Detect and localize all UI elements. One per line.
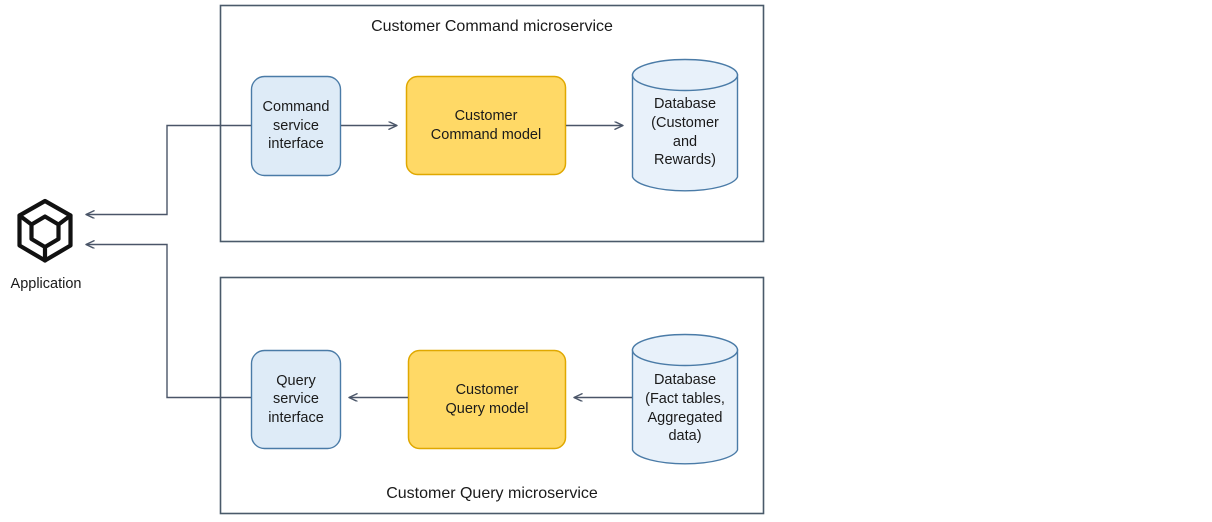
container-title-command-microservice: Customer Command microservice — [371, 18, 613, 35]
container-query-microservice — [219, 276, 765, 515]
node-customer-command-model[interactable] — [405, 75, 567, 176]
application-cube-icon — [17, 198, 73, 263]
node-customer-query-model[interactable] — [407, 349, 567, 450]
connector-query-if-to-application — [86, 245, 251, 399]
container-command-microservice — [219, 4, 765, 243]
container-title-query-microservice: Customer Query microservice — [386, 485, 598, 502]
node-command-database[interactable] — [631, 58, 739, 192]
node-command-service-interface[interactable] — [250, 75, 342, 177]
node-query-service-interface[interactable] — [250, 349, 342, 450]
connector-command-if-to-application — [86, 124, 251, 215]
node-query-database[interactable] — [631, 333, 739, 465]
application-caption: Application — [10, 276, 82, 292]
